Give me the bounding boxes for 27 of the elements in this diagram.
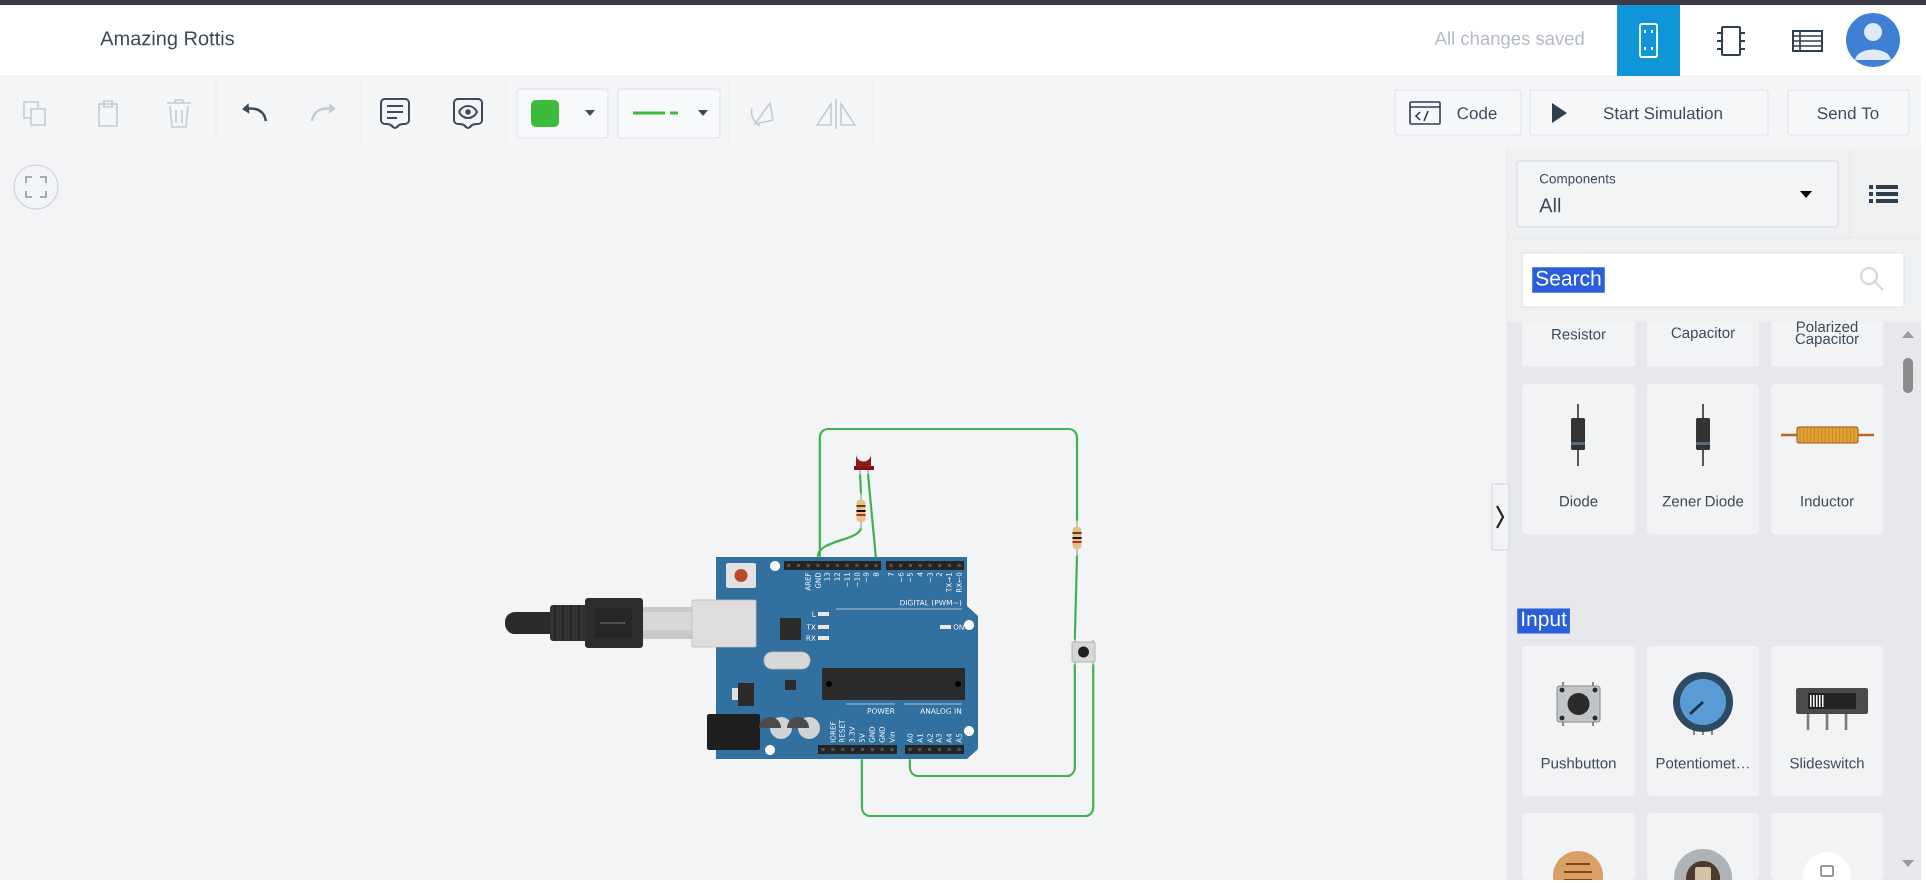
start-simulation-button: Start Simulation bbox=[1529, 89, 1769, 136]
wire bbox=[818, 427, 1079, 557]
label: Amazing Rottis bbox=[100, 30, 234, 50]
code-button: Code bbox=[1394, 89, 1522, 136]
resistor-drawing bbox=[1072, 520, 1082, 556]
component-card: Zener Diode bbox=[1647, 384, 1759, 534]
component-card: Polarized Capacitor bbox=[1771, 321, 1884, 366]
wire bbox=[908, 664, 1076, 778]
wire bbox=[866, 474, 877, 557]
wire bbox=[858, 474, 863, 494]
wire bbox=[816, 527, 862, 558]
component-card: Diode bbox=[1522, 384, 1636, 534]
component-card: Inductor bbox=[1771, 384, 1884, 534]
label: All changes saved bbox=[1434, 31, 1584, 49]
wire bbox=[860, 664, 1095, 818]
component-card: Resistor bbox=[1522, 322, 1636, 366]
wire bbox=[1073, 555, 1079, 640]
resistor-drawing bbox=[856, 493, 866, 529]
components-dropdown: Components All bbox=[1516, 160, 1839, 228]
microcontroller-board-drawing bbox=[691, 557, 978, 759]
pushbutton-drawing bbox=[1071, 639, 1096, 665]
led-drawing bbox=[854, 454, 874, 475]
send-to-button: Send To bbox=[1787, 89, 1910, 136]
component-card: Pushbutton bbox=[1522, 646, 1636, 796]
component-card: Capacitor bbox=[1647, 322, 1759, 366]
label: Input bbox=[1522, 611, 1567, 631]
search-field: Search bbox=[1521, 252, 1905, 308]
